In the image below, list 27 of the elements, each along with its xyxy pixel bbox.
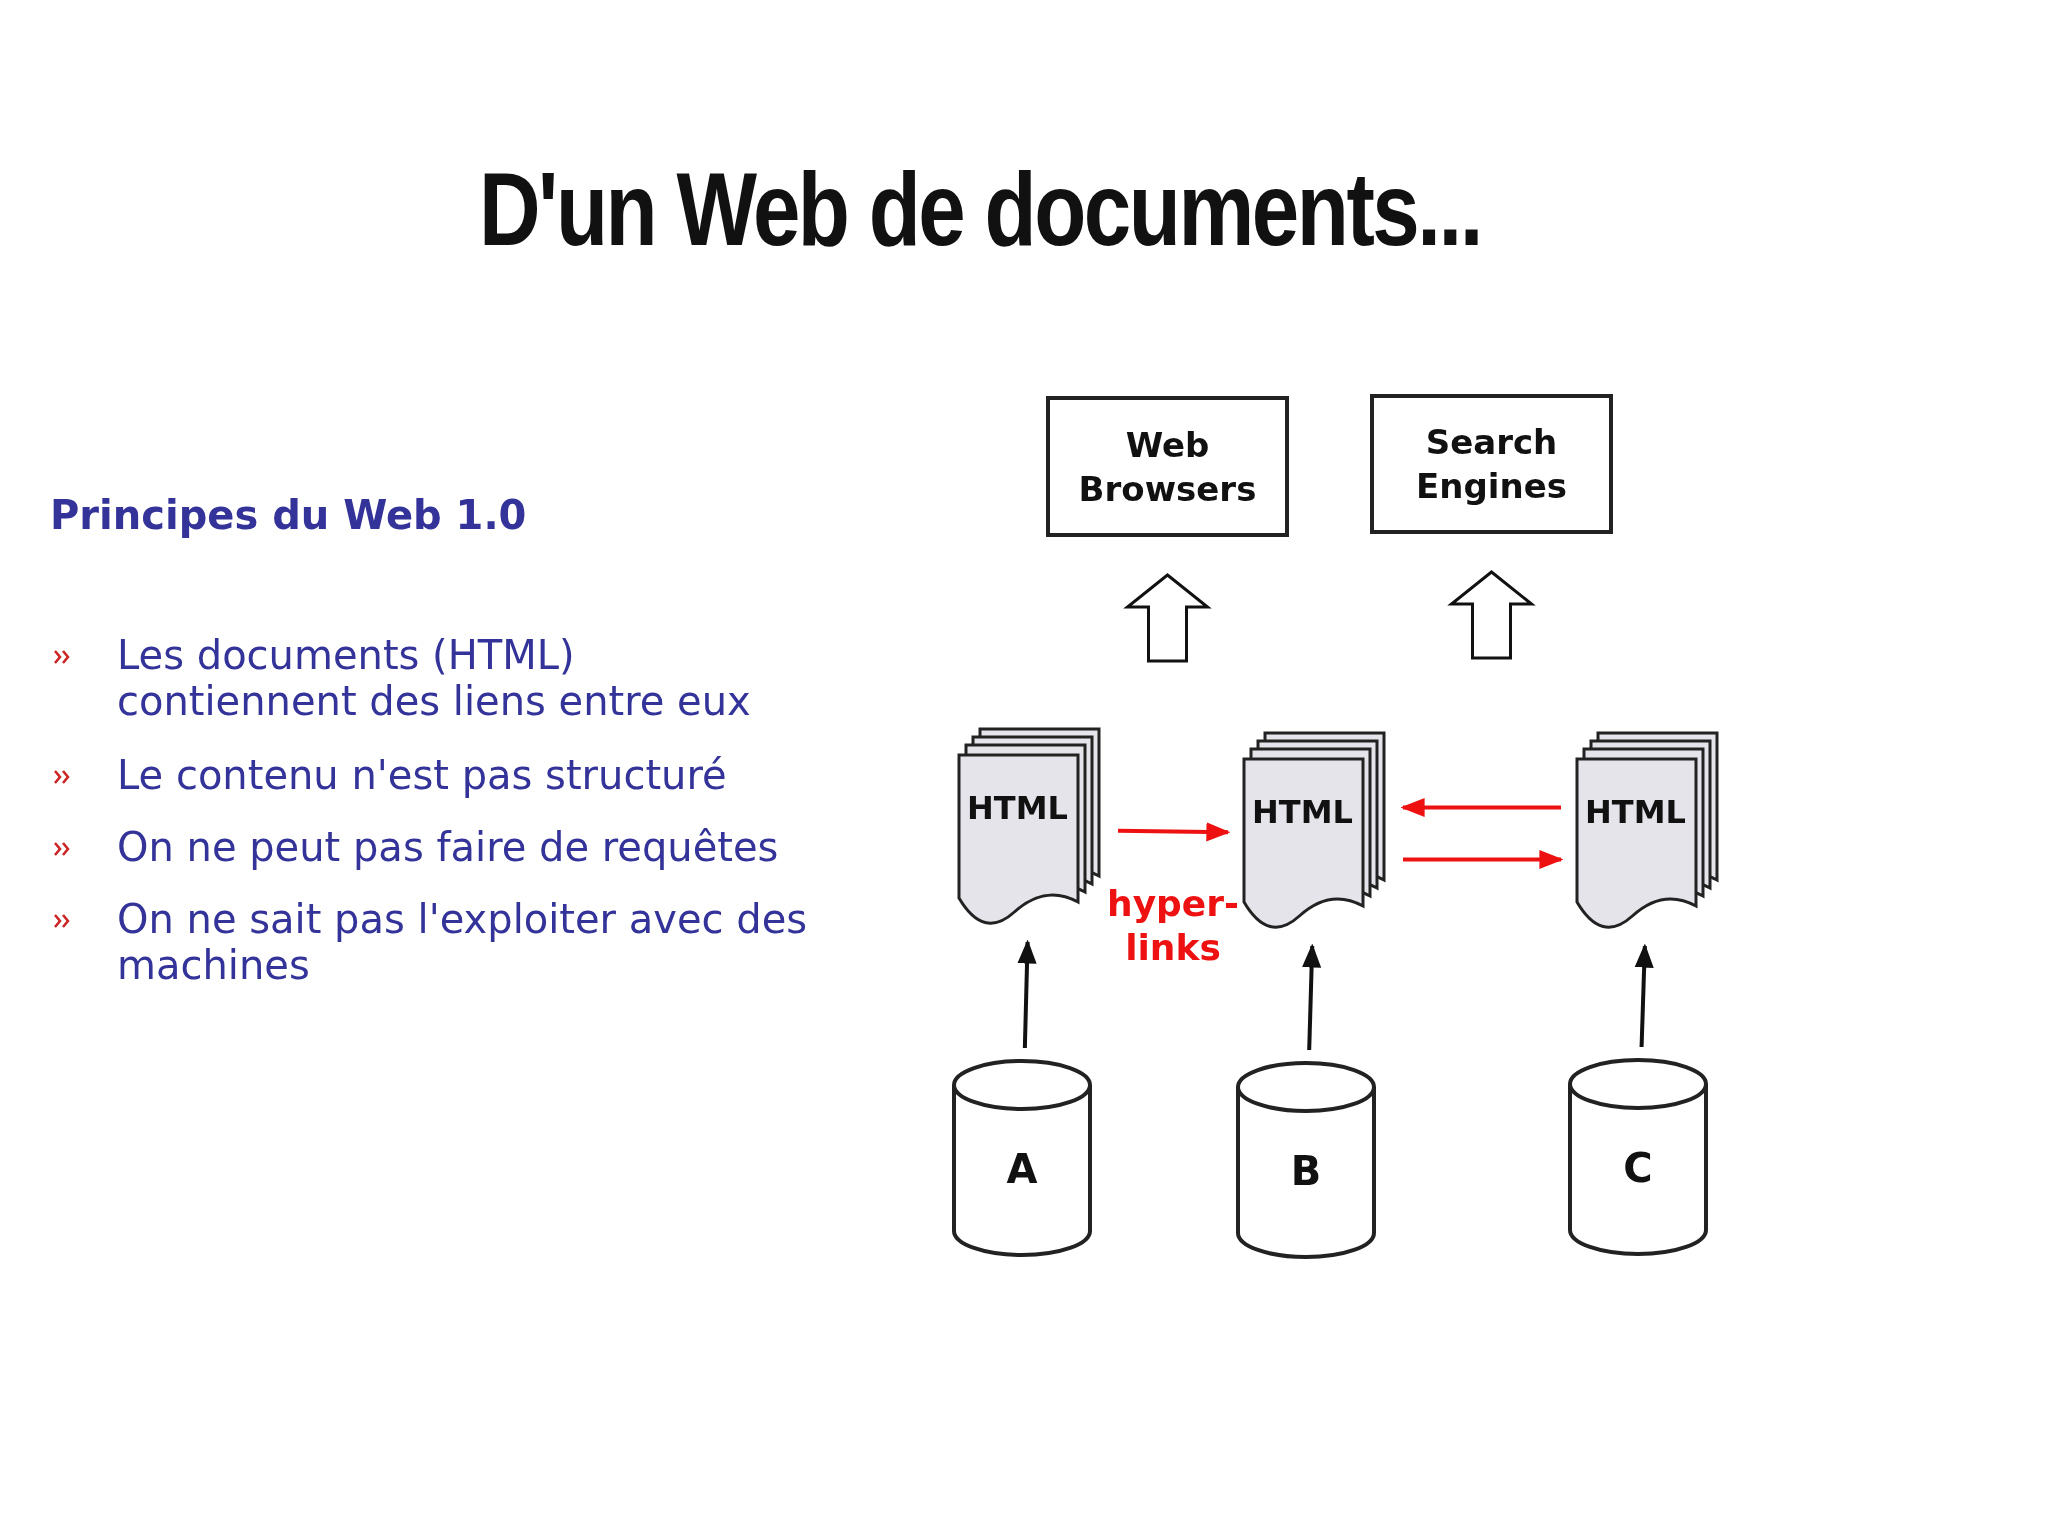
node-label: C (1622, 1145, 1654, 1191)
section-heading: Principes du Web 1.0 (50, 492, 527, 538)
arrow (1403, 849, 1564, 870)
node-label: A (1005, 1146, 1039, 1192)
database-cylinder (1567, 1057, 1709, 1257)
slide-title: D'un Web de documents... (477, 150, 1482, 269)
node-label: B (1289, 1148, 1323, 1194)
node-label: Search Engines (1415, 421, 1568, 508)
bullet-text: Les documents (HTML) contiennent des liens entre eux (117, 632, 752, 724)
node-label: HTML (1584, 793, 1687, 831)
database-cylinder (951, 1058, 1093, 1258)
node-label: HTML (966, 789, 1069, 827)
database-cylinder (1235, 1060, 1377, 1260)
hollow-arrow (1447, 570, 1536, 660)
arrow (1302, 943, 1322, 1051)
bullet-text: Le contenu n'est pas structuré (117, 752, 728, 798)
bullet-text: On ne sait pas l'exploiter avec des machines (117, 896, 809, 988)
process-box (1046, 396, 1289, 537)
arrow (1117, 822, 1231, 842)
node-label: HTML (1251, 793, 1354, 831)
arrow (1017, 939, 1037, 1049)
node-label: Web Browsers (1077, 423, 1258, 511)
process-box (1370, 394, 1613, 534)
bullet-text: On ne peut pas faire de requêtes (117, 824, 780, 870)
arrow (1400, 797, 1561, 818)
hollow-arrow (1123, 573, 1212, 663)
arrow (1634, 943, 1654, 1048)
